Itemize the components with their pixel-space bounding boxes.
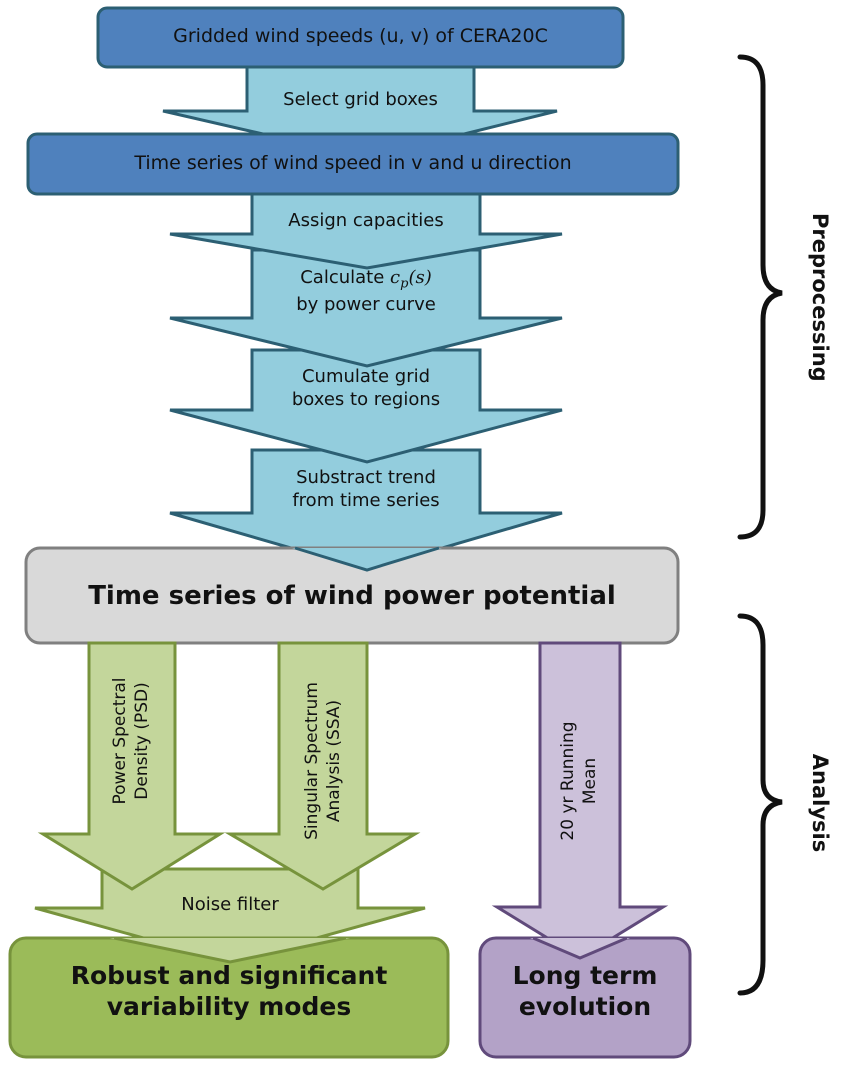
preprocessing-brace [737, 54, 783, 540]
preprocessing-label: Preprocessing [808, 213, 832, 382]
arrow-calculate-cp [169, 248, 563, 368]
select-grid-boxes-label: Select grid boxes [283, 89, 438, 110]
cp-symbol: cp(s) [390, 267, 432, 292]
arrow-psd [37, 641, 226, 891]
noise-filter-label: Noise filter [181, 894, 279, 915]
arrow-assign-capacities [169, 191, 563, 270]
arrow-ssa [224, 641, 421, 891]
source-box-label: Gridded wind speeds (u, v) of CERA20C [173, 25, 548, 47]
analysis-brace [737, 613, 783, 996]
source-box-shape [96, 6, 625, 69]
arrow-substract-tip [292, 548, 442, 570]
timeseries-box-shape [26, 132, 680, 196]
central-box-label: Time series of wind power potential [88, 581, 616, 611]
calculate-cp-label: Calculate cp(s) by power curve [296, 267, 436, 316]
analysis-label: Analysis [808, 753, 832, 853]
arrow-noise-filter [34, 867, 426, 964]
arrow-running-mean [491, 641, 669, 960]
substract-trend-label: Substract trend from time series [292, 467, 440, 512]
arrow-cumulate [169, 348, 563, 464]
arrow-substract-trend [169, 448, 563, 572]
assign-capacities-label: Assign capacities [288, 210, 444, 231]
cumulate-label: Cumulate grid boxes to regions [291, 366, 441, 411]
timeseries-box-label: Time series of wind speed in v and u dir… [134, 152, 572, 174]
